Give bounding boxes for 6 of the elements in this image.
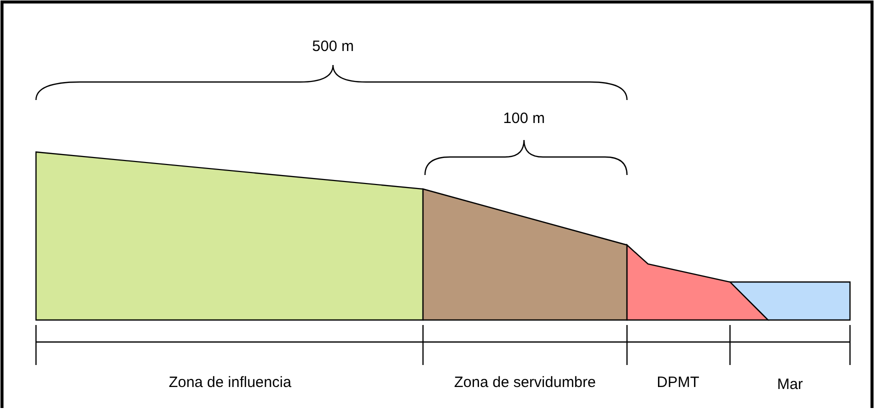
zone-label: DPMT	[656, 374, 700, 391]
zone-label: Zona de influencia	[168, 374, 292, 391]
zone-label: Mar	[777, 376, 803, 393]
zone-label: Zona de servidumbre	[454, 374, 596, 391]
dimension-label: 100 m	[503, 110, 545, 127]
dimension-label: 500 m	[312, 38, 354, 55]
